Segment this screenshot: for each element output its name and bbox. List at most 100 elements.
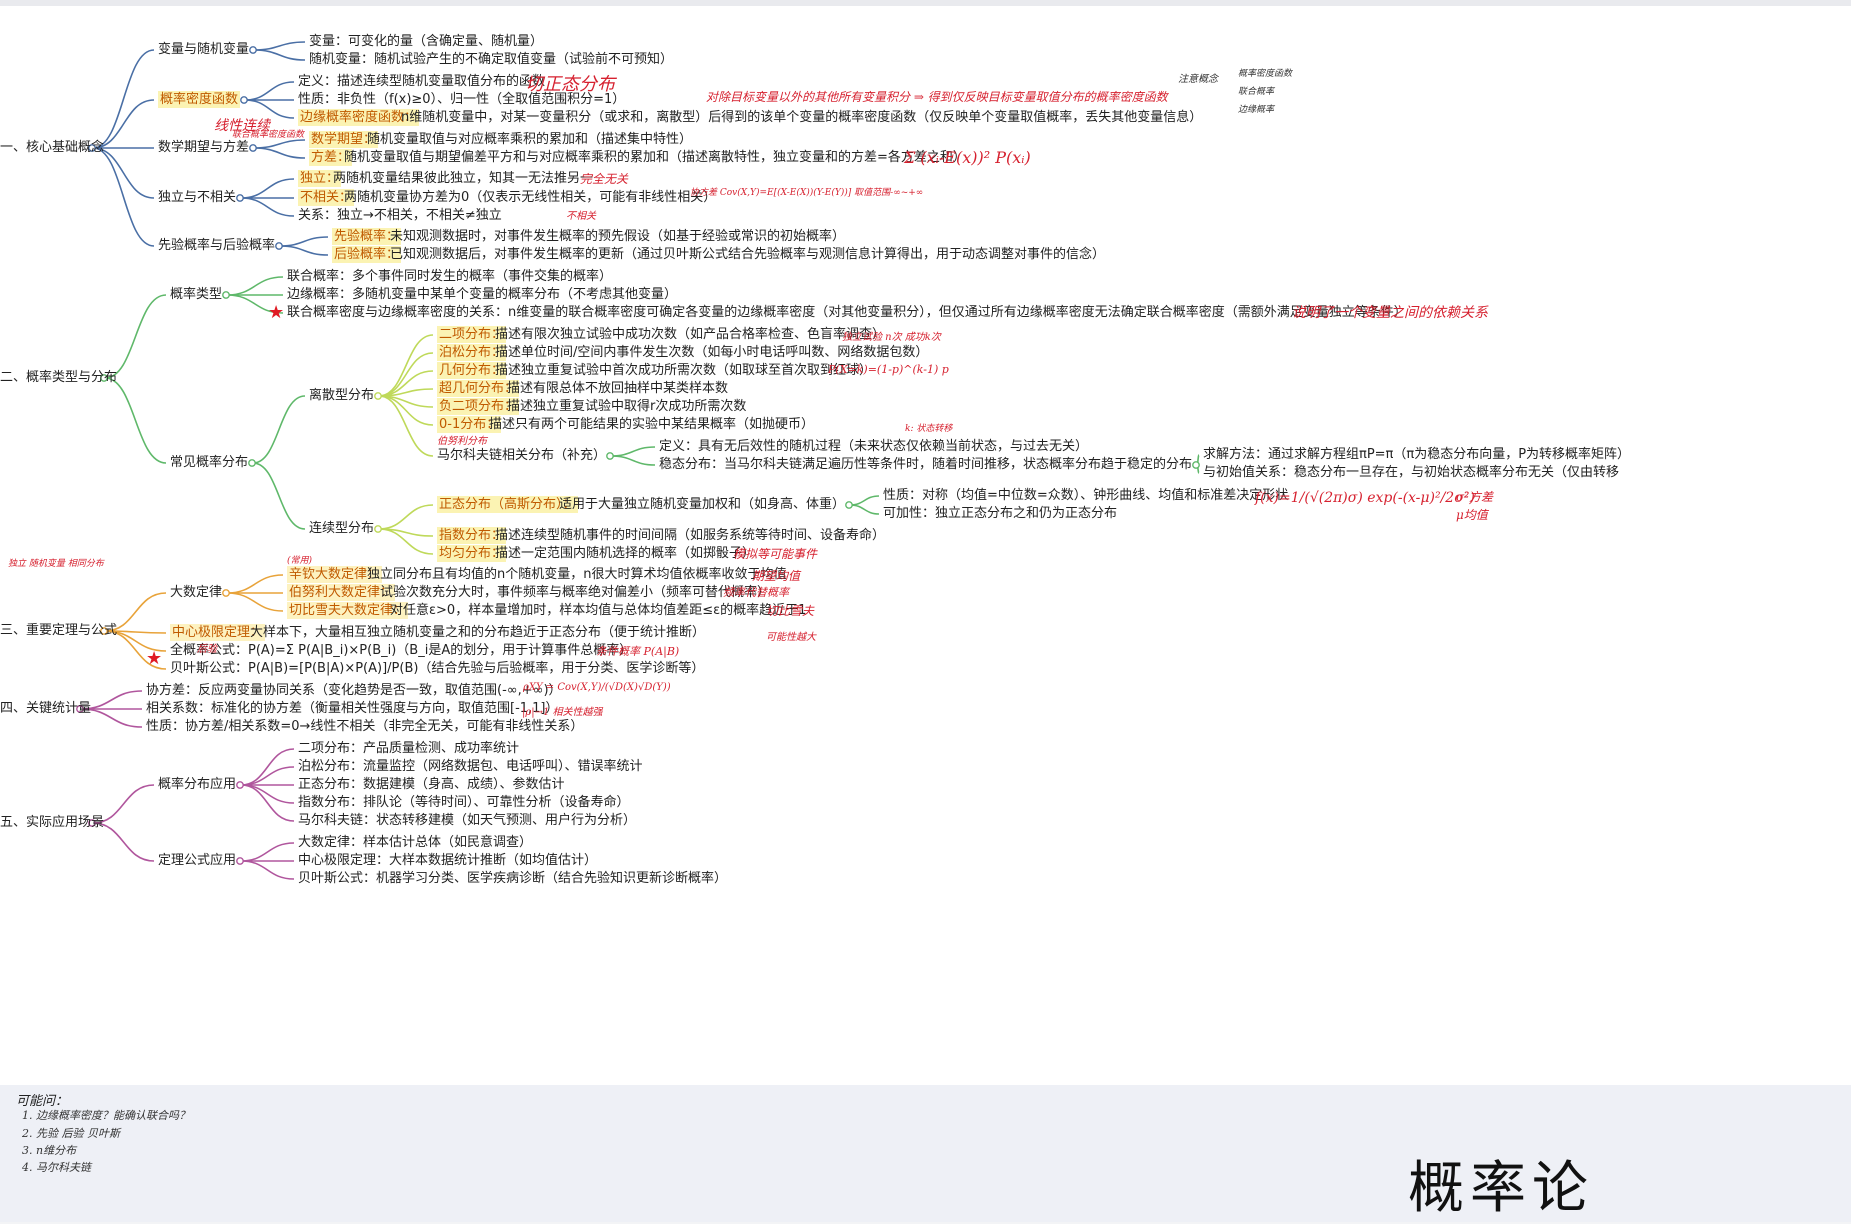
node-g2[interactable]: 相关系数：标准化的协方差（衡量相关性强度与方向，取值范围[-1,1]） [146, 701, 559, 716]
node-b4a_t[interactable]: 两随机变量结果彼此独立，知其一无法推另一 [333, 171, 594, 186]
node-b4[interactable]: 独立与不相关 [158, 190, 237, 205]
node-mk[interactable]: 马尔科夫链相关分布（补充） [437, 448, 607, 463]
expand-dot-c2b[interactable] [374, 525, 382, 533]
node-r1[interactable]: 一、核心基础概念 [0, 140, 105, 155]
node-b5a_t[interactable]: 未知观测数据时，对事件发生概率的预先假设（如基于经验或常识的初始概率） [390, 229, 846, 244]
node-b4a[interactable]: 独立： [298, 170, 342, 187]
node-d4_t[interactable]: 描述有限总体不放回抽样中某类样本数 [507, 381, 729, 396]
node-d1_t[interactable]: 描述有限次独立试验中成功次数（如产品合格率检查、色盲率调查） [495, 327, 886, 342]
node-c2b[interactable]: 连续型分布 [309, 521, 375, 536]
expand-dot-r1[interactable] [88, 144, 96, 152]
node-d6_t[interactable]: 描述只有两个可能结果的实验中某结果概率（如抛硬币） [489, 417, 815, 432]
node-b4b[interactable]: 不相关： [298, 189, 355, 206]
node-d3_t[interactable]: 描述独立重复试验中首次成功所需次数（如取球至首次取到红球） [495, 363, 873, 378]
node-h1c[interactable]: 正态分布：数据建模（身高、成绩）、参数估计 [298, 777, 565, 792]
node-d1[interactable]: 二项分布： [437, 326, 507, 343]
node-h2c[interactable]: 贝叶斯公式：机器学习分类、医学疾病诊断（结合先验知识更新诊断概率） [298, 871, 728, 886]
node-d5_t[interactable]: 描述独立重复试验中取得r次成功所需次数 [507, 399, 747, 414]
expand-dot-e1_t[interactable] [845, 501, 853, 509]
node-e2[interactable]: 指数分布： [437, 527, 507, 544]
node-b4c[interactable]: 关系：独立→不相关，不相关≠独立 [298, 208, 502, 223]
node-e2_t[interactable]: 描述连续型随机事件的时间间隔（如服务系统等待时间、设备寿命） [495, 528, 886, 543]
node-h1a[interactable]: 二项分布：产品质量检测、成功率统计 [298, 741, 520, 756]
expand-dot-h1[interactable] [236, 781, 244, 789]
node-c1c[interactable]: 联合概率密度与边缘概率密度的关系：n维变量的联合概率密度可确定各变量的边缘概率密… [287, 305, 1407, 320]
node-b2c[interactable]: 边缘概率密度函数： [298, 109, 420, 126]
expand-dot-h2[interactable] [236, 857, 244, 865]
node-d4[interactable]: 超几何分布： [437, 380, 520, 397]
node-r3[interactable]: 三、重要定理与公式 [0, 623, 118, 638]
node-c1b[interactable]: 边缘概率：多随机变量中某单个变量的概率分布（不考虑其他变量） [287, 287, 678, 302]
node-f1b_t[interactable]: 试验次数充分大时，事件频率与概率绝对偏差小（频率可替代概率） [380, 585, 771, 600]
node-b5[interactable]: 先验概率与后验概率 [158, 238, 276, 253]
expand-dot-b2[interactable] [240, 96, 248, 104]
node-f1c_t[interactable]: 对任意ε>0，样本量增加时，样本均值与总体均值差距≤ε的概率趋近于1 [390, 603, 807, 618]
node-b1[interactable]: 变量与随机变量 [158, 42, 250, 57]
node-b3b[interactable]: 方差： [309, 149, 353, 166]
node-f4[interactable]: 贝叶斯公式：P(A|B)=[P(B|A)×P(A)]/P(B)（结合先验与后验概… [170, 661, 705, 676]
node-h1d[interactable]: 指数分布：排队论（等待时间）、可靠性分析（设备寿命） [298, 795, 630, 810]
node-b2a[interactable]: 定义：描述连续型随机变量取值分布的函数 [298, 74, 546, 89]
node-e1[interactable]: 正态分布（高斯分布）： [437, 496, 578, 513]
node-f2_t[interactable]: 大样本下，大量相互独立随机变量之和的分布趋近于正态分布（便于统计推断） [250, 625, 706, 640]
node-b3a[interactable]: 数学期望： [309, 131, 379, 148]
node-mk1[interactable]: 定义：具有无后效性的随机过程（未来状态仅依赖当前状态，与过去无关） [659, 439, 1089, 454]
expand-dot-r5[interactable] [88, 819, 96, 827]
node-f2[interactable]: 中心极限定理： [170, 624, 266, 641]
node-b3b_t[interactable]: 随机变量取值与期望偏差平方和与对应概率乘积的累加和（描述离散特性，独立变量和的方… [344, 150, 966, 165]
node-b3a_t[interactable]: 随机变量取值与对应概率乘积的累加和（描述集中特性） [367, 132, 693, 147]
expand-dot-b4[interactable] [236, 194, 244, 202]
node-g3[interactable]: 性质：协方差/相关系数=0→线性不相关（非完全无关，可能有非线性关系） [146, 719, 584, 734]
node-d5[interactable]: 负二项分布： [437, 398, 520, 415]
node-g1[interactable]: 协方差：反应两变量协同关系（变化趋势是否一致，取值范围(-∞,+∞)） [146, 683, 562, 698]
node-mk2[interactable]: 稳态分布：当马尔科夫链满足遍历性等条件时，随着时间推移，状态概率分布趋于稳定的分… [659, 457, 1193, 472]
node-h1[interactable]: 概率分布应用 [158, 777, 237, 792]
node-e1_t[interactable]: 适用于大量独立随机变量加权和（如身高、体重） [559, 497, 846, 512]
node-d6[interactable]: 0-1分布： [437, 416, 502, 433]
node-f3[interactable]: 全概率公式：P(A)=Σ P(A|B_i)×P(B_i)（B_i是A的划分，用于… [170, 643, 633, 658]
expand-dot-c2[interactable] [248, 459, 256, 467]
node-mk2a[interactable]: 求解方法：通过求解方程组πP=π（π为稳态分布向量，P为转移概率矩阵） [1203, 447, 1631, 462]
node-c1a[interactable]: 联合概率：多个事件同时发生的概率（事件交集的概率） [287, 269, 613, 284]
node-e3[interactable]: 均匀分布： [437, 545, 507, 562]
node-f1c[interactable]: 切比雪夫大数定律： [287, 602, 409, 619]
node-e1a[interactable]: 性质：对称（均值=中位数=众数）、钟形曲线、均值和标准差决定形状 [883, 488, 1289, 503]
expand-dot-r4[interactable] [76, 705, 84, 713]
node-d2_t[interactable]: 描述单位时间/空间内事件发生次数（如每小时电话呼叫数、网络数据包数） [495, 345, 929, 360]
expand-dot-f1[interactable] [222, 589, 230, 597]
node-h2b[interactable]: 中心极限定理：大样本数据统计推断（如均值估计） [298, 853, 598, 868]
expand-dot-r2[interactable] [100, 374, 108, 382]
node-f1[interactable]: 大数定律 [170, 585, 223, 600]
node-b1a[interactable]: 变量：可变化的量（含确定量、随机量） [309, 34, 544, 49]
expand-dot-c1[interactable] [222, 291, 230, 299]
expand-dot-r3[interactable] [100, 627, 108, 635]
node-b3[interactable]: 数学期望与方差 [158, 140, 250, 155]
node-c2a[interactable]: 离散型分布 [309, 388, 375, 403]
node-f1a_t[interactable]: 独立同分布且有均值的n个随机变量，n很大时算术均值依概率收敛于均值 [367, 567, 787, 582]
node-h1e[interactable]: 马尔科夫链：状态转移建模（如天气预测、用户行为分析） [298, 813, 637, 828]
node-b2c_t[interactable]: n维随机变量中，对某一变量积分（或求和，离散型）后得到的该单个变量的概率密度函数… [401, 110, 1203, 125]
node-b5b_t[interactable]: 已知观测数据后，对事件发生概率的更新（通过贝叶斯公式结合先验概率与观测信息计算得… [390, 247, 1106, 262]
node-c2[interactable]: 常见概率分布 [170, 455, 249, 470]
expand-dot-mk2[interactable] [1192, 461, 1200, 469]
node-b2b[interactable]: 性质：非负性（f(x)≥0）、归一性（全取值范围积分=1） [298, 92, 626, 107]
node-h2[interactable]: 定理公式应用 [158, 853, 237, 868]
node-d2[interactable]: 泊松分布： [437, 344, 507, 361]
node-f1a[interactable]: 辛钦大数定律： [287, 566, 383, 583]
node-h1b[interactable]: 泊松分布：流量监控（网络数据包、电话呼叫）、错误率统计 [298, 759, 643, 774]
expand-dot-b3[interactable] [249, 144, 257, 152]
node-b5a[interactable]: 先验概率： [332, 228, 402, 245]
node-e1b[interactable]: 可加性：独立正态分布之和仍为正态分布 [883, 506, 1118, 521]
node-r4[interactable]: 四、关键统计量 [0, 701, 92, 716]
node-r5[interactable]: 五、实际应用场景 [0, 815, 105, 830]
expand-dot-b1[interactable] [249, 46, 257, 54]
expand-dot-mk[interactable] [606, 452, 614, 460]
node-h2a[interactable]: 大数定律：样本估计总体（如民意调查） [298, 835, 533, 850]
node-mk2b[interactable]: 与初始值关系：稳态分布一旦存在，与初始状态概率分布无关（仅由转移 [1203, 465, 1620, 480]
node-f1b[interactable]: 伯努利大数定律： [287, 584, 396, 601]
expand-dot-b5[interactable] [275, 242, 283, 250]
node-d3[interactable]: 几何分布： [437, 362, 507, 379]
node-b4b_t[interactable]: 两随机变量协方差为0（仅表示无线性相关，可能有非线性相关） [344, 190, 717, 205]
node-r2[interactable]: 二、概率类型与分布 [0, 370, 118, 385]
node-b2[interactable]: 概率密度函数 [158, 91, 241, 108]
